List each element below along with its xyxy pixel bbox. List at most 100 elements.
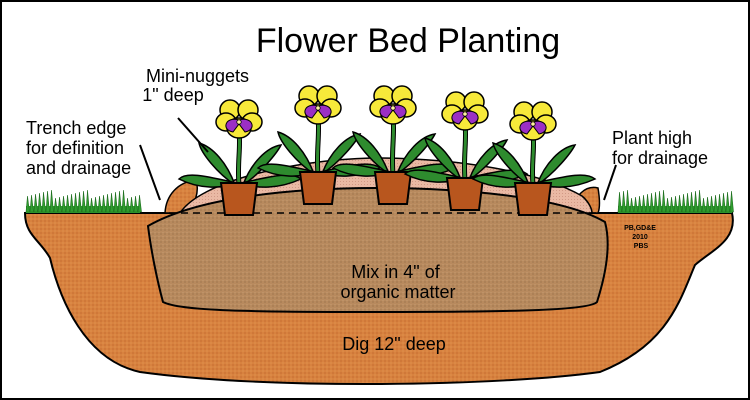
grass-blade xyxy=(701,197,706,213)
stem xyxy=(390,117,396,175)
flower-eye xyxy=(462,111,468,117)
grass-blade xyxy=(665,197,670,213)
pointer-plant-high xyxy=(603,164,617,201)
label-mix-in-line1: Mix in 4" of xyxy=(351,262,440,282)
stem xyxy=(236,131,242,186)
grass-blade xyxy=(721,192,726,213)
grass-blade xyxy=(81,190,86,213)
grass-blade xyxy=(41,191,46,213)
grass-blade xyxy=(673,195,678,213)
flower-eye xyxy=(390,105,396,111)
grass-blade xyxy=(729,190,734,213)
pansy-bloom xyxy=(215,99,263,139)
label-trench-edge-line2: for definition xyxy=(26,138,124,158)
flower-pot-3 xyxy=(331,85,457,205)
grass-blade xyxy=(65,194,70,213)
grass-blade xyxy=(57,196,62,213)
pansy-bloom xyxy=(509,101,557,141)
label-mix-in-line2: organic matter xyxy=(340,282,455,302)
grass-blade xyxy=(37,192,42,213)
grass-blade xyxy=(661,189,666,213)
label-trench-edge-line3: and drainage xyxy=(26,158,131,178)
grass-blade xyxy=(713,194,718,213)
organic-mix-area xyxy=(146,186,609,314)
grass-blade xyxy=(645,193,650,213)
pointer-trench-edge xyxy=(139,144,161,201)
label-plant-high-line1: Plant high xyxy=(612,128,692,148)
grass-blade xyxy=(621,190,626,213)
leaf xyxy=(424,136,463,182)
pansy-bloom xyxy=(294,85,342,125)
grass-blade xyxy=(633,196,638,213)
grass-blade xyxy=(77,191,82,213)
stem xyxy=(530,133,536,186)
grass-blade xyxy=(113,191,118,213)
leaf xyxy=(535,144,577,187)
grass-blade xyxy=(657,190,662,213)
grass-blade xyxy=(641,194,646,213)
label-trench-edge-line1: Trench edge xyxy=(26,118,126,138)
flower-row xyxy=(177,85,597,216)
pansy-bloom xyxy=(369,85,417,125)
grass-blade xyxy=(33,193,38,213)
leaf xyxy=(320,133,362,176)
flower-pot xyxy=(219,182,259,216)
grass-blade xyxy=(125,197,130,213)
flower-pot-5 xyxy=(471,101,597,216)
flower-pot xyxy=(513,182,553,216)
grass-blade xyxy=(89,197,94,213)
grass-blade xyxy=(685,192,690,213)
grass-blade xyxy=(133,195,138,213)
grass-blade xyxy=(677,194,682,213)
label-mix-in: Mix in 4" of organic matter xyxy=(340,262,455,302)
leaf xyxy=(277,130,316,176)
diagram-title: Flower Bed Planting xyxy=(256,22,560,60)
grass-blade xyxy=(109,192,114,213)
label-mini-nuggets-line1: Mini-nuggets xyxy=(146,66,249,86)
grass-blade xyxy=(45,190,50,213)
grass-blade xyxy=(25,195,30,213)
grass-blade xyxy=(629,197,634,213)
stem xyxy=(462,123,468,181)
grass-blade xyxy=(669,196,674,213)
label-plant-high: Plant high for drainage xyxy=(612,128,708,168)
flower-eye xyxy=(236,119,242,125)
credit-line3: PBS xyxy=(634,243,649,250)
credit-line1: PB,GD&E xyxy=(624,225,656,232)
grass-blade xyxy=(97,195,102,213)
grass-blade xyxy=(689,191,694,213)
grass-blade xyxy=(709,195,714,213)
grass-blade xyxy=(117,190,122,213)
grass-blade xyxy=(705,196,710,213)
grass-blade xyxy=(717,193,722,213)
label-plant-high-line2: for drainage xyxy=(612,148,708,168)
grass-blade xyxy=(653,191,658,213)
grass-blade xyxy=(625,189,630,213)
grass-blade xyxy=(121,189,126,213)
grass-blade xyxy=(93,196,98,213)
flower-pot xyxy=(373,171,413,205)
grass-blade xyxy=(725,191,730,213)
pansy-bloom xyxy=(441,91,489,131)
grass-blade xyxy=(129,196,134,213)
grass-right xyxy=(617,189,734,213)
grass-blade xyxy=(69,193,74,213)
grass-blade xyxy=(73,192,78,213)
grass-blade xyxy=(105,193,110,213)
label-trench-edge: Trench edge for definition and drainage xyxy=(26,118,131,178)
grass-blade xyxy=(681,193,686,213)
flower-pot-4 xyxy=(403,91,529,211)
grass-blade xyxy=(137,194,142,213)
credit-text: PB,GD&E 2010 PBS xyxy=(624,225,658,250)
grass-blade xyxy=(53,197,58,213)
grass-blade xyxy=(693,190,698,213)
label-mini-nuggets: Mini-nuggets 1" deep xyxy=(142,66,254,105)
grass-blade xyxy=(29,194,34,213)
leaf xyxy=(395,133,437,176)
grass-blade xyxy=(101,194,106,213)
stem xyxy=(315,117,321,175)
flower-eye xyxy=(530,121,536,127)
flower-eye xyxy=(315,105,321,111)
